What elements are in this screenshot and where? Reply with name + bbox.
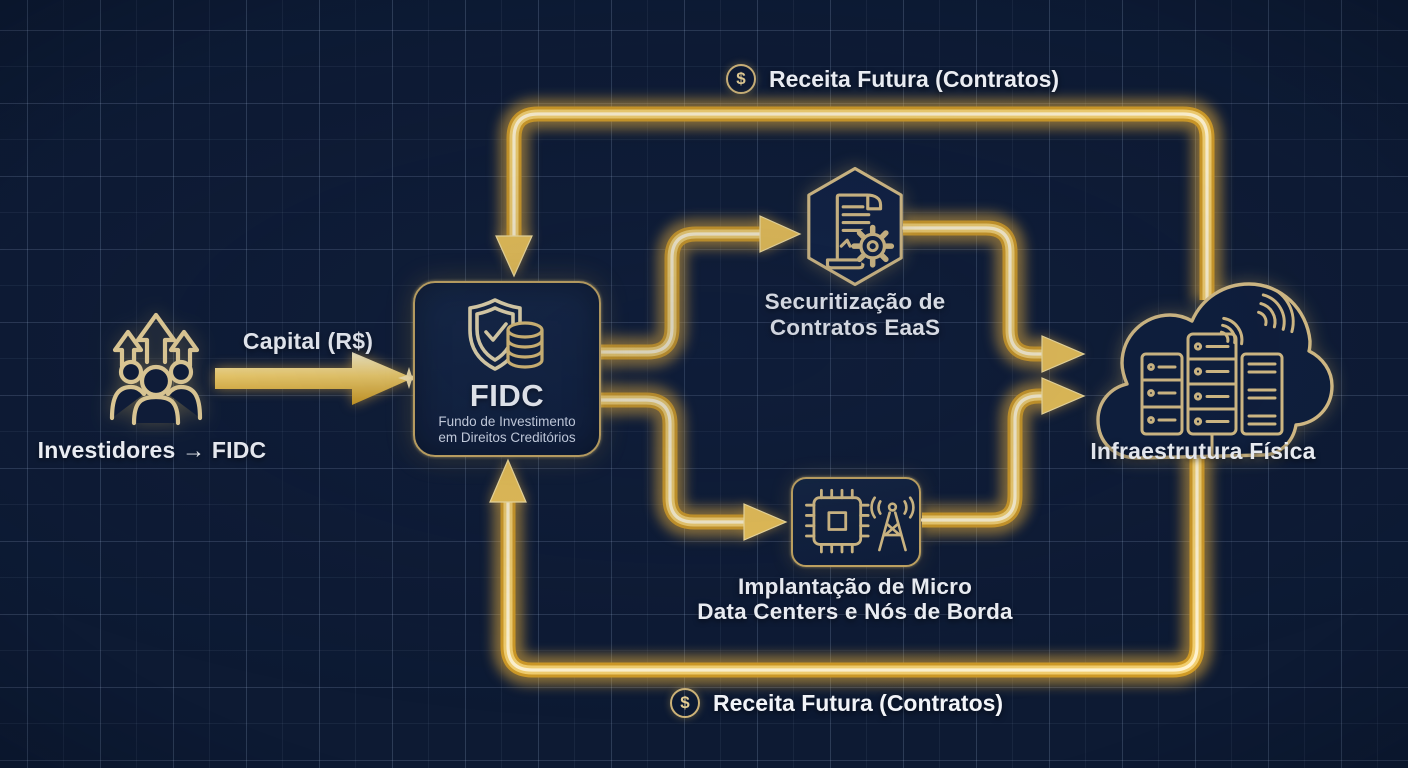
arrowhead-into-cloud-lower: [1041, 377, 1085, 415]
dollar-circle-icon: $: [670, 688, 700, 718]
investors-group-icon: [109, 312, 203, 426]
edge-deployment-label: Implantação de Micro Data Centers e Nós …: [695, 574, 1015, 624]
fidc-subtitle-line1: Fundo de Investimento: [438, 414, 576, 429]
investors-label: Investidores → FIDC: [37, 437, 267, 463]
fidc-node: FIDC Fundo de Investimento em Direitos C…: [413, 281, 601, 457]
capital-arrow: [215, 352, 413, 405]
revenue-bottom-label: $ Receita Futura (Contratos): [670, 688, 1003, 718]
fidc-subtitle-line2: em Direitos Creditórios: [438, 430, 576, 445]
securitization-label-line2: Contratos EaaS: [769, 315, 941, 340]
infrastructure-label: Infraestrutura Física: [1090, 438, 1316, 464]
arrowhead-into-deployment: [743, 503, 787, 541]
revenue-bottom-text: Receita Futura (Contratos): [713, 689, 1004, 716]
fidc-title: FIDC: [469, 378, 545, 413]
securitization-label-line1: Securitização de: [764, 289, 946, 314]
edge-deployment-label-line2: Data Centers e Nós de Borda: [697, 599, 1013, 624]
securitization-label: Securitização de Contratos EaaS: [730, 289, 980, 341]
arrowhead-into-securitization: [759, 215, 801, 253]
edge-deployment-node: [791, 477, 921, 567]
arrowhead-into-cloud-upper: [1041, 335, 1085, 373]
revenue-top-text: Receita Futura (Contratos): [769, 65, 1060, 92]
arrowhead-into-fidc-top: [495, 235, 533, 277]
arrowhead-into-fidc-bottom: [489, 459, 527, 503]
shield-check-coins-icon: [468, 298, 544, 371]
capital-label: Capital (R$): [242, 328, 374, 354]
edge-deployment-label-line1: Implantação de Micro: [737, 574, 973, 599]
contract-gear-icon: [807, 166, 903, 287]
chip-antenna-icon: [805, 488, 915, 554]
dollar-circle-icon: $: [726, 64, 756, 94]
revenue-top-label: $ Receita Futura (Contratos): [726, 64, 1059, 94]
